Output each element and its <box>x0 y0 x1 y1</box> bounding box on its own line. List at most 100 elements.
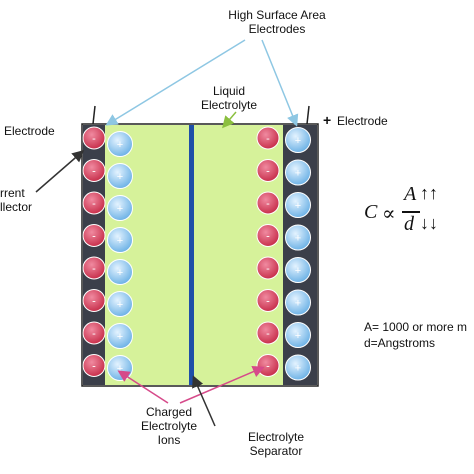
negative-ion-left-5 <box>82 256 106 280</box>
formula-denominator: d <box>404 213 414 235</box>
positive-ions-right: + + + + + + + + <box>285 127 311 381</box>
formula-fraction-bar <box>402 211 420 213</box>
positive-ion-right-1 <box>285 127 311 153</box>
positive-ion-right-2 <box>285 159 311 186</box>
label-collector-line1: rrent <box>0 186 25 200</box>
positive-ion-left-7 <box>107 323 133 349</box>
negative-ion-right-1 <box>256 126 280 150</box>
positive-ion-left-5 <box>107 259 133 285</box>
negative-ion-left-1 <box>82 126 106 150</box>
positive-ion-right-sign-6: + <box>295 298 301 310</box>
label-liquid-line1: Liquid <box>212 84 246 98</box>
negative-ions-left: - - - - - - - - <box>82 126 106 377</box>
negative-ion-left-3 <box>82 191 106 215</box>
positive-ion-right-sign-7: + <box>295 330 301 342</box>
formula-up-arrows: ↑↑ <box>420 183 438 203</box>
positive-ion-right-8 <box>285 354 311 381</box>
negative-ion-left-8 <box>82 354 106 377</box>
label-distance-note: d=Angstroms <box>364 336 436 350</box>
leader-charged-ions-right <box>179 366 265 404</box>
negative-ion-left-6 <box>82 289 106 312</box>
formula-numerator: A <box>404 183 417 205</box>
positive-ion-left-4 <box>107 227 133 253</box>
leader-high-surface-right <box>261 39 299 127</box>
negative-ion-left-sign-3: - <box>92 198 96 210</box>
negative-ion-right-sign-4: - <box>266 231 270 243</box>
capacitance-formula: C ∝ A ↑↑ d ↓↓ <box>364 183 470 243</box>
label-liquid-line2: Electrolyte <box>200 98 258 112</box>
label-high-surface-area: High Surface Area Electrodes <box>222 8 332 36</box>
negative-ion-left-sign-4: - <box>92 231 96 243</box>
positive-ion-left-sign-2: + <box>117 171 123 183</box>
negative-ion-left-sign-8: - <box>92 361 96 373</box>
leader-charged-ions-left <box>117 370 169 404</box>
negative-ion-right-sign-2: - <box>266 166 270 178</box>
negative-electrode <box>83 125 105 385</box>
positive-ion-right-sign-4: + <box>295 233 301 245</box>
negative-ion-left-sign-6: - <box>92 296 96 308</box>
positive-ion-left-sign-8: + <box>117 363 123 375</box>
negative-ion-right-sign-7: - <box>266 328 270 340</box>
label-positive-electrode: Electrode <box>337 114 388 128</box>
label-charged-line3: Ions <box>157 433 181 447</box>
positive-ion-right-sign-8: + <box>295 363 301 375</box>
positive-ion-right-6 <box>285 289 311 316</box>
leader-current-collector <box>35 150 85 193</box>
leader-separator <box>192 375 216 427</box>
positive-ion-right-4 <box>285 224 311 251</box>
formula-down-arrows: ↓↓ <box>420 213 438 233</box>
label-separator-line2: Separator <box>249 444 303 458</box>
negative-ion-right-4 <box>256 224 280 247</box>
label-separator-line1: Electrolyte <box>247 430 305 444</box>
negative-ions-right: -------- <box>256 126 280 377</box>
label-collector-line2: llector <box>0 200 33 214</box>
negative-ion-right-6 <box>256 289 280 312</box>
positive-ion-left-sign-5: + <box>117 267 123 279</box>
negative-ion-right-7 <box>256 321 280 345</box>
label-separator: Electrolyte Separator <box>236 430 316 458</box>
formula-lhs: C <box>364 201 378 223</box>
positive-ion-right-sign-3: + <box>295 200 301 212</box>
positive-ions-left: ++++++++ <box>107 131 133 381</box>
negative-ion-right-sign-1: - <box>266 133 270 145</box>
leader-liquid-electrolyte <box>222 111 237 129</box>
positive-ion-right-5 <box>285 257 311 283</box>
negative-ion-right-sign-5: - <box>266 263 270 275</box>
positive-ion-right-sign-2: + <box>295 168 301 180</box>
positive-ion-right-sign-1: + <box>295 135 301 147</box>
positive-ion-right-7 <box>285 322 311 348</box>
negative-ion-right-5 <box>256 256 280 280</box>
negative-ion-right-3 <box>256 191 280 215</box>
positive-ion-right-3 <box>285 192 311 218</box>
positive-ion-left-3 <box>107 195 133 221</box>
label-liquid-electrolyte: Liquid Electrolyte <box>194 84 264 112</box>
positive-ion-left-2 <box>107 163 133 189</box>
negative-ion-left-sign-5: - <box>92 263 96 275</box>
positive-ion-left-1 <box>107 131 133 157</box>
label-negative-electrode: Electrode <box>4 124 55 138</box>
leader-high-surface-left <box>105 39 246 126</box>
label-area-note: A= 1000 or more m <box>364 320 468 334</box>
positive-ion-left-sign-7: + <box>117 331 123 343</box>
label-high-surface-line2: Electrodes <box>248 22 306 36</box>
positive-ion-right-sign-5: + <box>295 265 301 277</box>
negative-lead <box>92 105 96 125</box>
negative-ion-left-sign-7: - <box>92 328 96 340</box>
label-charged-line1: Charged <box>145 405 193 419</box>
negative-ion-left-sign-1: - <box>92 133 96 145</box>
formula-proportional: ∝ <box>382 203 396 225</box>
negative-ion-right-sign-3: - <box>266 198 270 210</box>
negative-ion-left-4 <box>82 224 106 247</box>
label-current-collector: rrent llector <box>0 186 32 214</box>
positive-ion-left-sign-4: + <box>117 235 123 247</box>
negative-ion-right-sign-6: - <box>266 296 270 308</box>
label-charged-ions: Charged Electrolyte Ions <box>124 405 214 447</box>
negative-ion-left-2 <box>82 159 106 182</box>
label-high-surface-line1: High Surface Area <box>228 8 326 22</box>
positive-ion-left-sign-1: + <box>117 139 123 151</box>
negative-ion-right-2 <box>256 159 280 182</box>
positive-ion-left-sign-3: + <box>117 203 123 215</box>
positive-lead <box>306 105 310 125</box>
negative-ion-left-sign-2: - <box>92 166 96 178</box>
